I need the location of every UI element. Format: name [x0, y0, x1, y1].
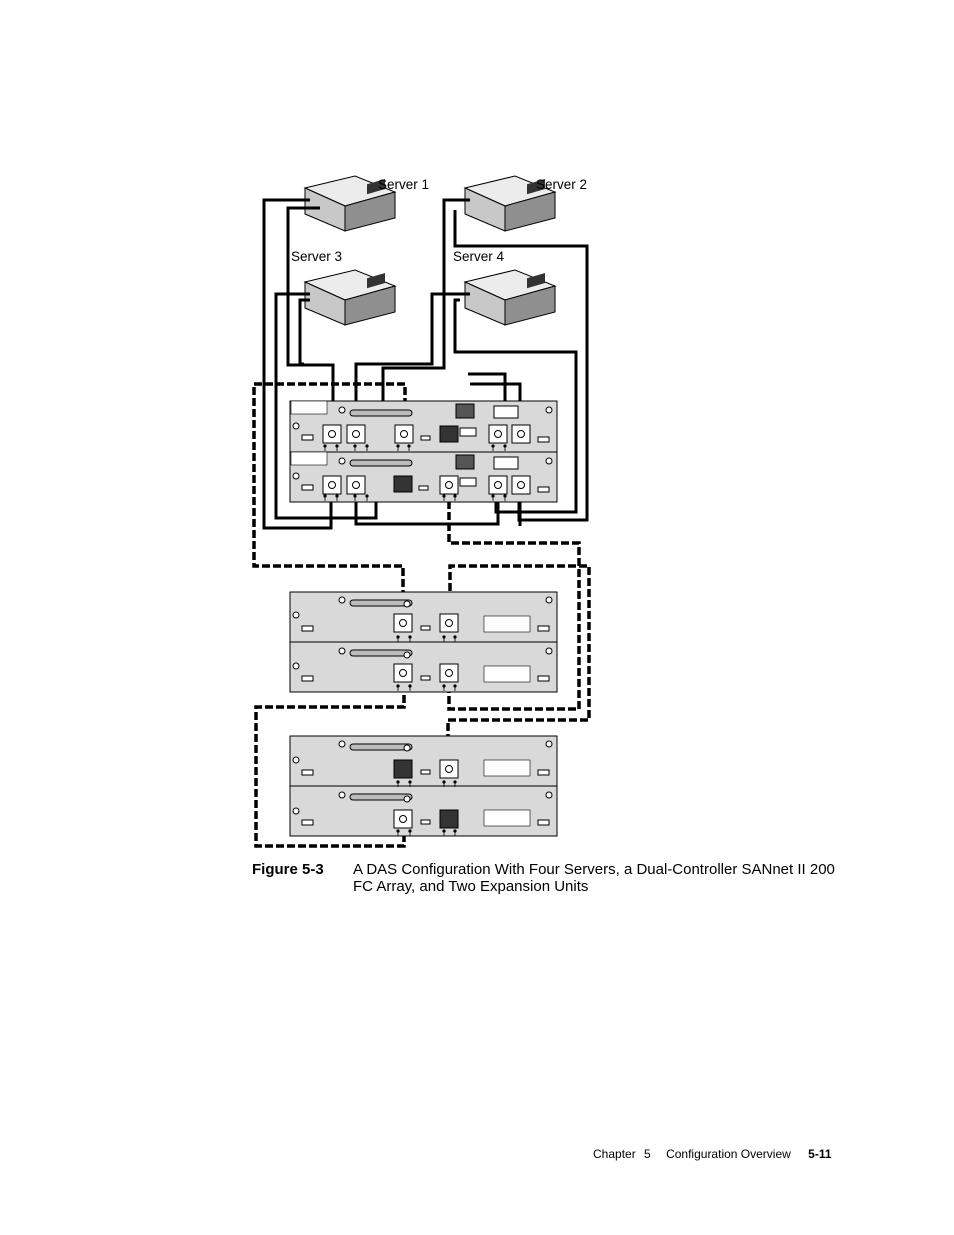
server-4-icon [464, 269, 556, 326]
server-4-label: Server 4 [453, 249, 505, 264]
server-3-icon [304, 269, 396, 326]
footer-chapter-word: Chapter [593, 1147, 636, 1161]
page-footer: Chapter 5 Configuration Overview 5-11 [593, 1147, 832, 1161]
footer-section-title: Configuration Overview [666, 1147, 791, 1161]
page-number: 5-11 [808, 1147, 832, 1161]
dashed-cables [252, 382, 591, 848]
figure-caption-text: A DAS Configuration With Four Servers, a… [353, 861, 835, 895]
server-3-label: Server 3 [291, 249, 343, 264]
solid-cables [262, 198, 589, 530]
server-2-label: Server 2 [536, 177, 588, 192]
figure-number: Figure 5-3 [252, 861, 324, 878]
server-1-label: Server 1 [378, 177, 430, 192]
expansion-unit-2 [289, 735, 558, 837]
expansion-unit-1 [289, 591, 558, 693]
raid-array-chassis [289, 400, 558, 503]
footer-chapter-number: 5 [644, 1147, 651, 1161]
